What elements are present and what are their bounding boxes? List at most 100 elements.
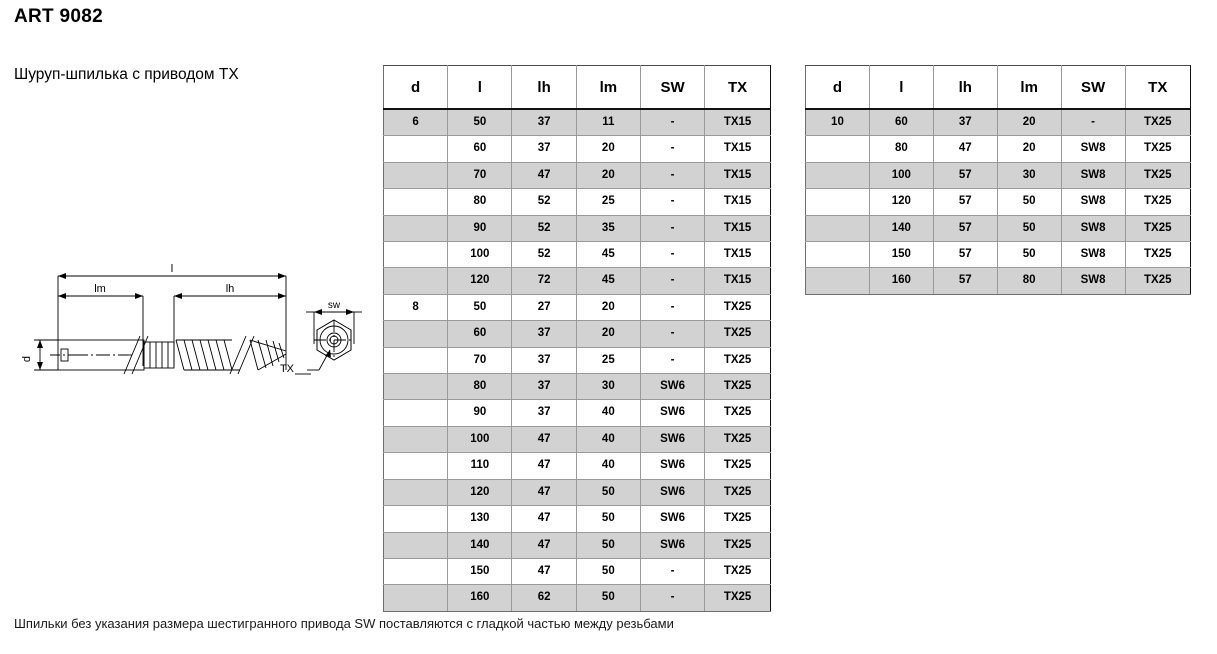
cell-l: 70 [447, 161, 513, 190]
cell-l: 100 [447, 241, 513, 269]
cell-tx: TX15 [704, 267, 771, 295]
cell-tx: TX25 [704, 320, 771, 348]
cell-d [382, 373, 449, 401]
cell-lm: 20 [575, 161, 641, 190]
cell-d [382, 188, 449, 216]
cell-d [382, 557, 449, 586]
cell-tx: TX15 [704, 161, 771, 190]
cell-lh: 37 [511, 320, 577, 348]
dimension-label-d: d [21, 356, 33, 362]
column-header-d: d [382, 65, 449, 110]
cell-d [382, 320, 449, 348]
cell-sw: SW8 [1060, 135, 1126, 163]
dimension-label-tx: TX [280, 363, 295, 375]
cell-sw: SW8 [1060, 267, 1126, 295]
column-header-lh: lh [511, 65, 577, 110]
cell-lm: 50 [996, 188, 1062, 216]
cell-d [382, 425, 449, 454]
cell-lh: 47 [932, 135, 998, 163]
cell-lm: 40 [575, 399, 641, 427]
cell-lh: 47 [511, 531, 577, 559]
cell-lm: 80 [996, 267, 1062, 295]
cell-tx: TX25 [704, 478, 771, 507]
column-header-tx: TX [1124, 65, 1192, 110]
cell-sw: SW6 [639, 373, 706, 401]
cell-d [382, 399, 449, 427]
cell-tx: TX25 [704, 346, 771, 375]
cell-lm: 20 [575, 320, 641, 348]
cell-tx: TX25 [704, 452, 771, 480]
cell-tx: TX15 [704, 135, 771, 163]
cell-tx: TX25 [704, 531, 771, 559]
cell-lh: 37 [511, 373, 577, 401]
cell-sw: - [639, 584, 706, 612]
cell-tx: TX15 [704, 214, 771, 243]
cell-l: 60 [868, 108, 934, 137]
cell-tx: TX25 [704, 425, 771, 454]
cell-sw: SW6 [639, 505, 706, 533]
cell-l: 150 [447, 557, 513, 586]
table-header-row: d l lh lm SW TX [805, 65, 1192, 110]
column-header-sw: SW [1060, 65, 1126, 110]
cell-lm: 30 [575, 373, 641, 401]
cell-lh: 47 [511, 505, 577, 533]
cell-tx: TX25 [1124, 108, 1192, 137]
cell-lm: 20 [996, 135, 1062, 163]
cell-lm: 20 [575, 293, 641, 322]
cell-l: 110 [447, 452, 513, 480]
cell-l: 60 [447, 135, 513, 163]
cell-sw: - [639, 320, 706, 348]
cell-lm: 25 [575, 188, 641, 216]
cell-tx: TX25 [704, 557, 771, 586]
cell-sw: - [639, 214, 706, 243]
cell-l: 80 [447, 373, 513, 401]
cell-l: 60 [447, 320, 513, 348]
cell-d [382, 241, 449, 269]
cell-lh: 47 [511, 478, 577, 507]
cell-sw: - [639, 135, 706, 163]
cell-lh: 57 [932, 188, 998, 216]
cell-lm: 50 [575, 531, 641, 559]
cell-lm: 20 [996, 108, 1062, 137]
column-header-sw: SW [639, 65, 706, 110]
cell-l: 150 [868, 241, 934, 269]
cell-d [382, 584, 449, 612]
cell-tx: TX25 [1124, 267, 1192, 295]
cell-l: 160 [868, 267, 934, 295]
table-header-row: d l lh lm SW TX [382, 65, 771, 110]
cell-lm: 40 [575, 452, 641, 480]
cell-tx: TX25 [1124, 214, 1192, 243]
cell-sw: - [639, 108, 706, 137]
column-header-lm: lm [575, 65, 641, 110]
cell-sw: SW8 [1060, 214, 1126, 243]
cell-lh: 47 [511, 452, 577, 480]
cell-l: 140 [447, 531, 513, 559]
cell-lm: 20 [575, 135, 641, 163]
cell-sw: SW8 [1060, 188, 1126, 216]
cell-d [382, 452, 449, 480]
cell-lm: 50 [575, 505, 641, 533]
cell-lh: 72 [511, 267, 577, 295]
cell-d [382, 531, 449, 559]
cell-lm: 11 [575, 108, 641, 137]
cell-l: 160 [447, 584, 513, 612]
dimension-label-l: l [171, 263, 173, 275]
cell-sw: - [639, 161, 706, 190]
cell-lh: 62 [511, 584, 577, 612]
cell-l: 50 [447, 293, 513, 322]
column-header-d: d [805, 65, 870, 110]
